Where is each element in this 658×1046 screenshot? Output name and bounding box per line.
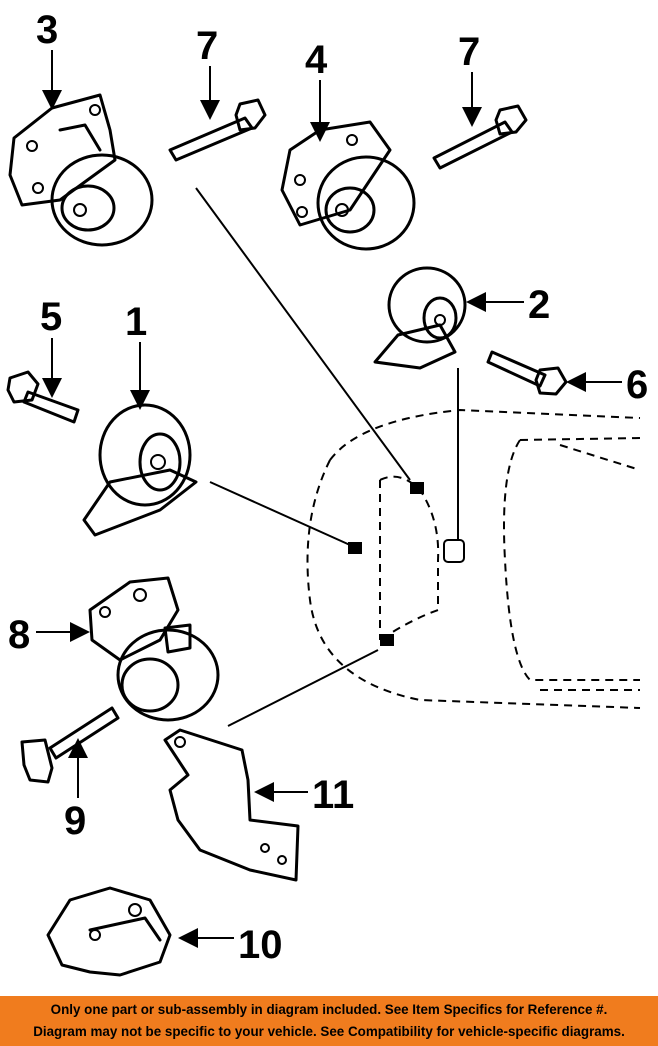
callout-7-left: 7 — [196, 24, 218, 68]
callout-9: 9 — [64, 799, 86, 843]
part-5-bolt[interactable] — [6, 370, 80, 424]
part-7-bolt-right[interactable] — [432, 104, 528, 170]
part-11-bracket[interactable] — [163, 728, 300, 882]
callout-8: 8 — [8, 613, 30, 657]
part-9-bolt[interactable] — [20, 706, 120, 784]
callout-7-right: 7 — [458, 30, 480, 74]
callout-4: 4 — [305, 38, 328, 82]
location-leader-lines — [195, 187, 459, 727]
callout-10: 10 — [238, 923, 283, 967]
callout-5: 5 — [40, 295, 62, 339]
callout-3: 3 — [36, 8, 58, 52]
mount-location-markers — [348, 482, 465, 646]
part-7-bolt-left[interactable] — [168, 98, 267, 162]
part-3-engine-mount[interactable] — [8, 93, 154, 247]
disclaimer-line-2: Diagram may not be specific to your vehi… — [33, 1024, 625, 1039]
disclaimer-banner: Only one part or sub-assembly in diagram… — [0, 996, 658, 1046]
disclaimer-line-1: Only one part or sub-assembly in diagram… — [50, 1002, 608, 1017]
vehicle-body-outline — [306, 408, 641, 709]
part-2-mount[interactable] — [373, 266, 467, 370]
callout-6: 6 — [626, 363, 648, 407]
part-8-mount[interactable] — [88, 576, 220, 722]
parts-diagram: 3 7 4 7 2 6 5 — [6, 8, 648, 977]
part-10-bracket[interactable] — [46, 886, 172, 977]
part-1-mount[interactable] — [82, 403, 198, 537]
callout-1: 1 — [125, 300, 147, 344]
part-6-bolt[interactable] — [486, 350, 568, 396]
part-4-engine-mount[interactable] — [280, 120, 416, 251]
callout-2: 2 — [528, 283, 550, 327]
callout-11: 11 — [312, 773, 354, 817]
